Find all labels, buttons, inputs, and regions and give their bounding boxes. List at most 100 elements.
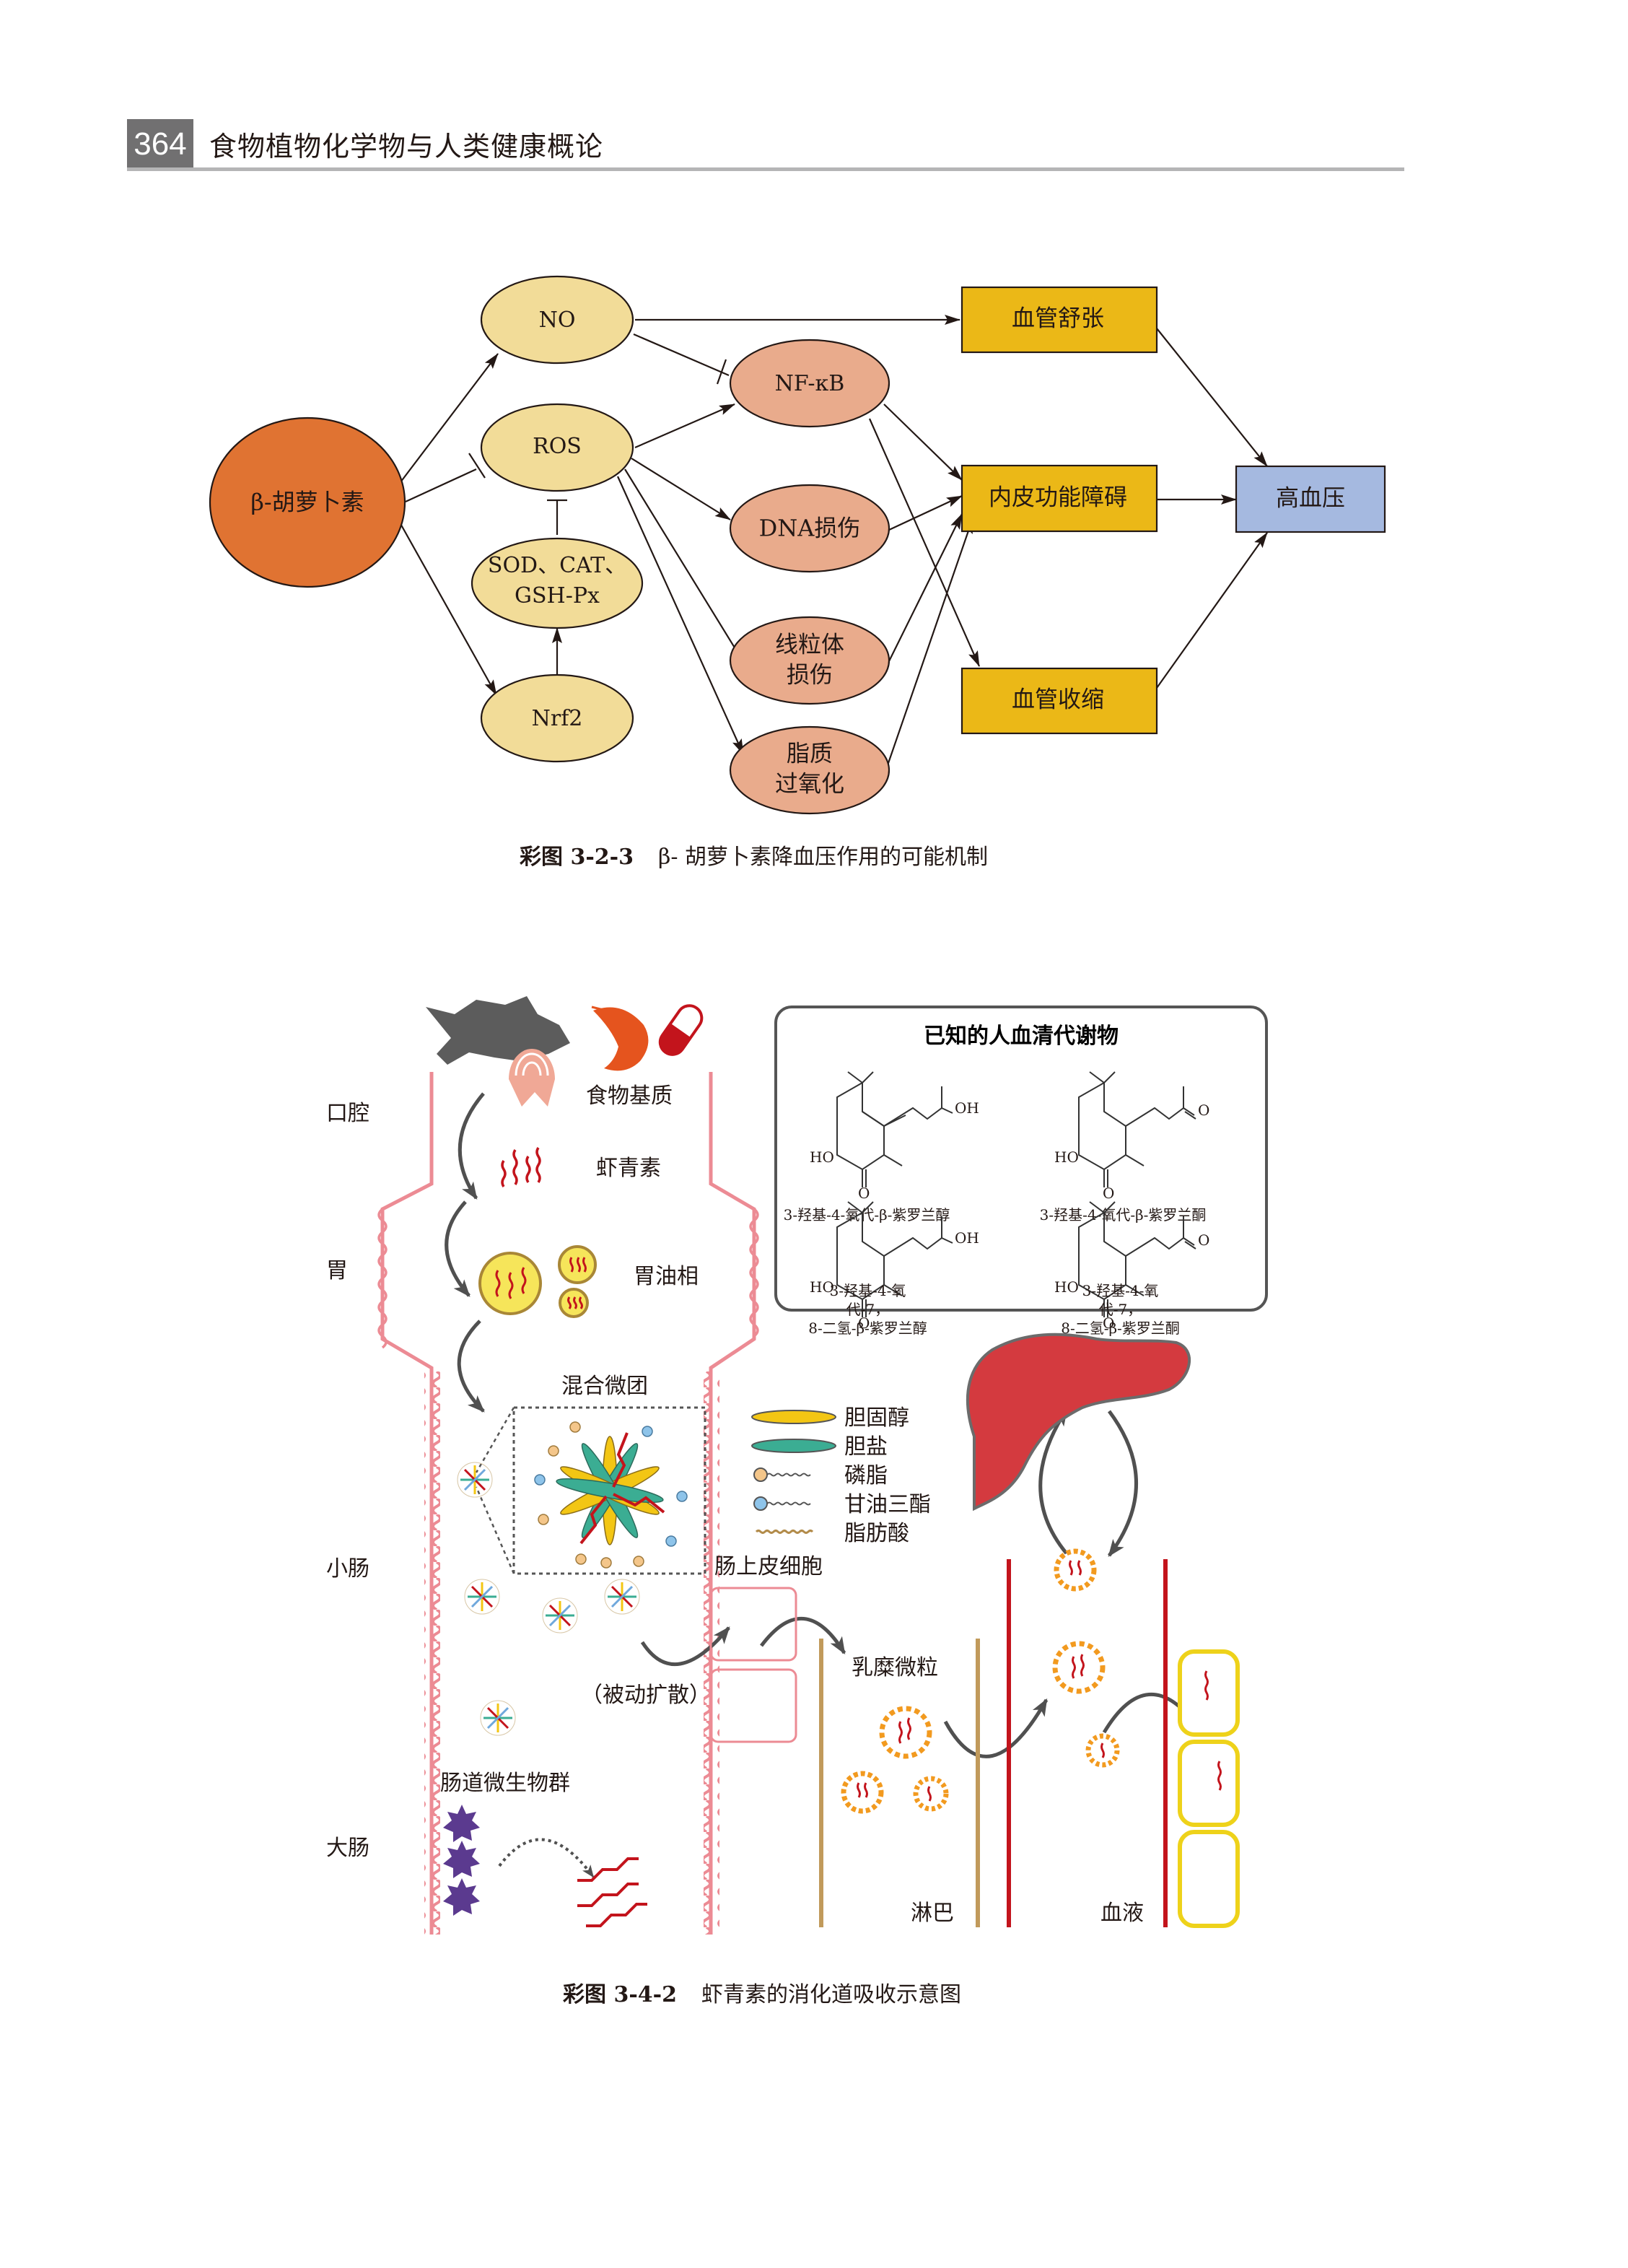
edge-vasoconstriction-hypertension — [1156, 532, 1268, 689]
enterocytes — [709, 1587, 797, 1743]
structure-3-name: 3-羟基-4-氧代-7， 8-二氢-β-紫罗兰醇 — [808, 1281, 927, 1338]
label-blood: 血液 — [1100, 1901, 1144, 1926]
structure-1-oh: OH — [955, 1099, 979, 1117]
lymph-vessel — [819, 1639, 980, 1927]
label-beta-carotene: β-胡萝卜素 — [250, 489, 364, 516]
label-enterocyte: 肠上皮细胞 — [714, 1554, 823, 1579]
label-dna: DNA损伤 — [759, 515, 861, 542]
structure-4-name: 3-羟基-4-氧代-7， 8-二氢-β-紫罗兰酮 — [1061, 1281, 1180, 1338]
page-number: 364 — [127, 119, 193, 170]
node-nfkb — [729, 339, 890, 428]
header-rule — [127, 167, 1404, 171]
enterocyte-1 — [709, 1587, 797, 1662]
inhibit-bar — [468, 453, 486, 479]
gi-wall-left — [380, 1072, 434, 1935]
region-label-small-intestine: 小肠 — [326, 1556, 369, 1582]
tissue-cell-3 — [1178, 1830, 1240, 1928]
edge-bc-no — [400, 353, 499, 483]
node-sod — [471, 537, 644, 629]
micelle-legend: 胆固醇 胆盐 磷脂 甘油三酯 脂肪酸 — [751, 1405, 931, 1546]
edge-mito-endothelial — [887, 513, 963, 665]
node-nrf2 — [480, 673, 634, 763]
label-mito-2: 损伤 — [787, 661, 833, 689]
flow-arrow-2 — [445, 1200, 471, 1297]
edge-dna-endothelial — [887, 495, 963, 531]
label-gut-microbiota: 肠道微生物群 — [440, 1771, 570, 1796]
edge-ros-dna — [631, 458, 731, 520]
structure-3-o: O — [858, 1314, 870, 1332]
structure-4-name-line2: 8-二氢-β-紫罗兰酮 — [1061, 1320, 1180, 1337]
region-label-mouth: 口腔 — [326, 1101, 369, 1126]
book-title: 食物植物化学物与人类健康概论 — [209, 131, 604, 162]
flow-arrow-3 — [457, 1320, 485, 1413]
label-no: NO — [539, 308, 576, 333]
node-dna — [729, 484, 890, 573]
structure-3-ho: HO — [810, 1278, 834, 1296]
legend-bile-salt: 胆盐 — [844, 1434, 888, 1460]
node-vasodilation — [960, 286, 1158, 354]
structure-3-name-line1: 3-羟基-4-氧代-7， — [829, 1282, 906, 1318]
edge-nfkb-endothelial — [883, 404, 963, 481]
legend-swatch-phospholipid — [753, 1467, 768, 1482]
label-vasodilation: 血管舒张 — [1012, 305, 1104, 332]
structure-1 — [836, 1071, 953, 1187]
figure1-caption-label: 彩图 3-2-3 — [520, 845, 634, 870]
stomach-folds-right — [749, 1208, 759, 1338]
capsule-icon — [658, 1004, 704, 1056]
legend-swatch-fatty-acid — [755, 1530, 814, 1534]
structure-2-ho: HO — [1054, 1148, 1079, 1166]
liver-icon — [966, 1333, 1191, 1512]
structure-2 — [1078, 1071, 1196, 1187]
flow-arrow-1 — [458, 1092, 485, 1200]
label-astaxanthin: 虾青素 — [596, 1156, 661, 1181]
legend-phospholipid: 磷脂 — [844, 1463, 888, 1488]
zoom-line-top — [475, 1407, 515, 1473]
label-lymph: 淋巴 — [911, 1901, 954, 1926]
edge-bc-ros-inhibit — [405, 468, 477, 502]
structure-4-ho: HO — [1054, 1278, 1079, 1296]
label-mito-1: 线粒体 — [775, 631, 844, 658]
edge-bc-nrf2 — [398, 520, 497, 696]
zoom-line-bottom — [475, 1486, 515, 1574]
edge-nfkb-vasoconstriction — [868, 418, 981, 667]
micelle-zoom-box — [512, 1406, 706, 1575]
edge-ros-mito — [624, 468, 745, 665]
label-food-matrix: 食物基质 — [586, 1083, 673, 1109]
label-ros: ROS — [533, 434, 582, 459]
shrimp-icon — [591, 1006, 649, 1071]
label-sod-2: GSH-Px — [515, 583, 600, 609]
tissue-cell-1 — [1178, 1649, 1240, 1737]
node-mito — [729, 616, 890, 705]
legend-triglyceride: 甘油三酯 — [844, 1492, 931, 1517]
figure-mechanism-diagram: β-胡萝卜素 NO ROS SOD、CAT、 GSH-Px Nrf2 NF-κB… — [209, 275, 1386, 815]
gut-microbiota — [443, 1805, 480, 1916]
node-hypertension — [1235, 465, 1386, 533]
label-passive-diffusion: （被动扩散） — [581, 1683, 711, 1708]
node-beta-carotene — [209, 416, 406, 588]
liver-arrow-up — [1038, 1408, 1072, 1559]
figure2-caption-label: 彩图 3-4-2 — [563, 1982, 677, 2007]
edge-ros-nfkb — [634, 403, 735, 449]
flow-arrow-diffusion — [640, 1626, 730, 1667]
microbiota-arrow — [498, 1838, 595, 1878]
structure-1-o: O — [858, 1185, 870, 1202]
structure-4-o-ketone: O — [1198, 1231, 1209, 1249]
tissue-cells — [1178, 1649, 1240, 1928]
stomach-folds-left — [377, 1208, 388, 1349]
node-ros — [480, 403, 634, 492]
flow-arrow-to-lymph — [760, 1617, 846, 1655]
figure1-caption-text: β- 胡萝卜素降血压作用的可能机制 — [657, 845, 988, 870]
figure-absorption-diagram: 口腔 胃 小肠 大肠 食物基质 虾青素 胃油相 混合微团 肠上皮细胞 （被动扩散… — [326, 996, 1268, 1935]
region-label-stomach: 胃 — [326, 1258, 348, 1283]
node-lipid — [729, 725, 890, 815]
figure2-caption-text: 虾青素的消化道吸收示意图 — [701, 1982, 961, 2007]
legend-swatch-bile-salt — [751, 1439, 836, 1453]
legend-cholesterol: 胆固醇 — [844, 1405, 909, 1431]
mixed-micelle-detail — [534, 1421, 688, 1569]
fish-icon — [426, 996, 570, 1065]
label-lipid-1: 脂质 — [787, 740, 833, 767]
legend-swatch-cholesterol — [751, 1410, 836, 1424]
figure1-caption: 彩图 3-2-3 β- 胡萝卜素降血压作用的可能机制 — [520, 839, 988, 871]
oil-droplets — [478, 1245, 597, 1318]
structure-3-oh: OH — [955, 1229, 979, 1247]
